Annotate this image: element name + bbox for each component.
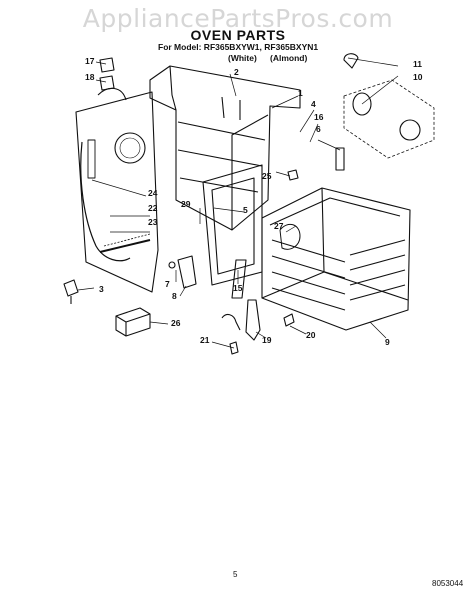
oven-frame bbox=[149, 65, 301, 231]
variant-almond: (Almond) bbox=[270, 53, 308, 63]
page-number: 5 bbox=[233, 570, 238, 579]
callout-8: 8 bbox=[172, 291, 177, 301]
callout-21: 21 bbox=[200, 335, 210, 345]
callout-10: 10 bbox=[413, 72, 423, 82]
watermark: AppliancePartsPros.com bbox=[82, 4, 394, 33]
callout-16: 16 bbox=[314, 112, 324, 122]
callout-1: 1 bbox=[298, 88, 303, 98]
rear-fan-opening bbox=[114, 132, 146, 164]
callout-15: 15 bbox=[233, 283, 243, 293]
callout-22: 22 bbox=[148, 203, 158, 213]
callout-20: 20 bbox=[306, 330, 316, 340]
callout-27: 27 bbox=[274, 221, 284, 231]
callout-19: 19 bbox=[262, 335, 272, 345]
callout-18: 18 bbox=[85, 72, 95, 82]
callout-26: 26 bbox=[171, 318, 181, 328]
callout-9: 9 bbox=[385, 337, 390, 347]
callout-23: 23 bbox=[148, 217, 158, 227]
callout-6: 6 bbox=[316, 124, 321, 134]
callout-25: 25 bbox=[262, 171, 272, 181]
callout-24: 24 bbox=[148, 188, 158, 198]
callout-7: 7 bbox=[165, 279, 170, 289]
rear-panel bbox=[75, 91, 159, 293]
callout-2: 2 bbox=[234, 67, 239, 77]
callout-5: 5 bbox=[243, 205, 248, 215]
model-line: For Model: RF365BXYW1, RF365BXYN1 bbox=[158, 42, 319, 52]
callout-4: 4 bbox=[311, 99, 316, 109]
callout-29: 29 bbox=[181, 199, 191, 209]
document-number: 8053044 bbox=[432, 579, 464, 588]
callout-11: 11 bbox=[413, 59, 422, 69]
callout-3: 3 bbox=[99, 284, 104, 294]
callout-17: 17 bbox=[85, 56, 95, 66]
page-title: OVEN PARTS bbox=[190, 27, 286, 43]
variant-white: (White) bbox=[228, 53, 257, 63]
part-26-block bbox=[115, 307, 151, 337]
